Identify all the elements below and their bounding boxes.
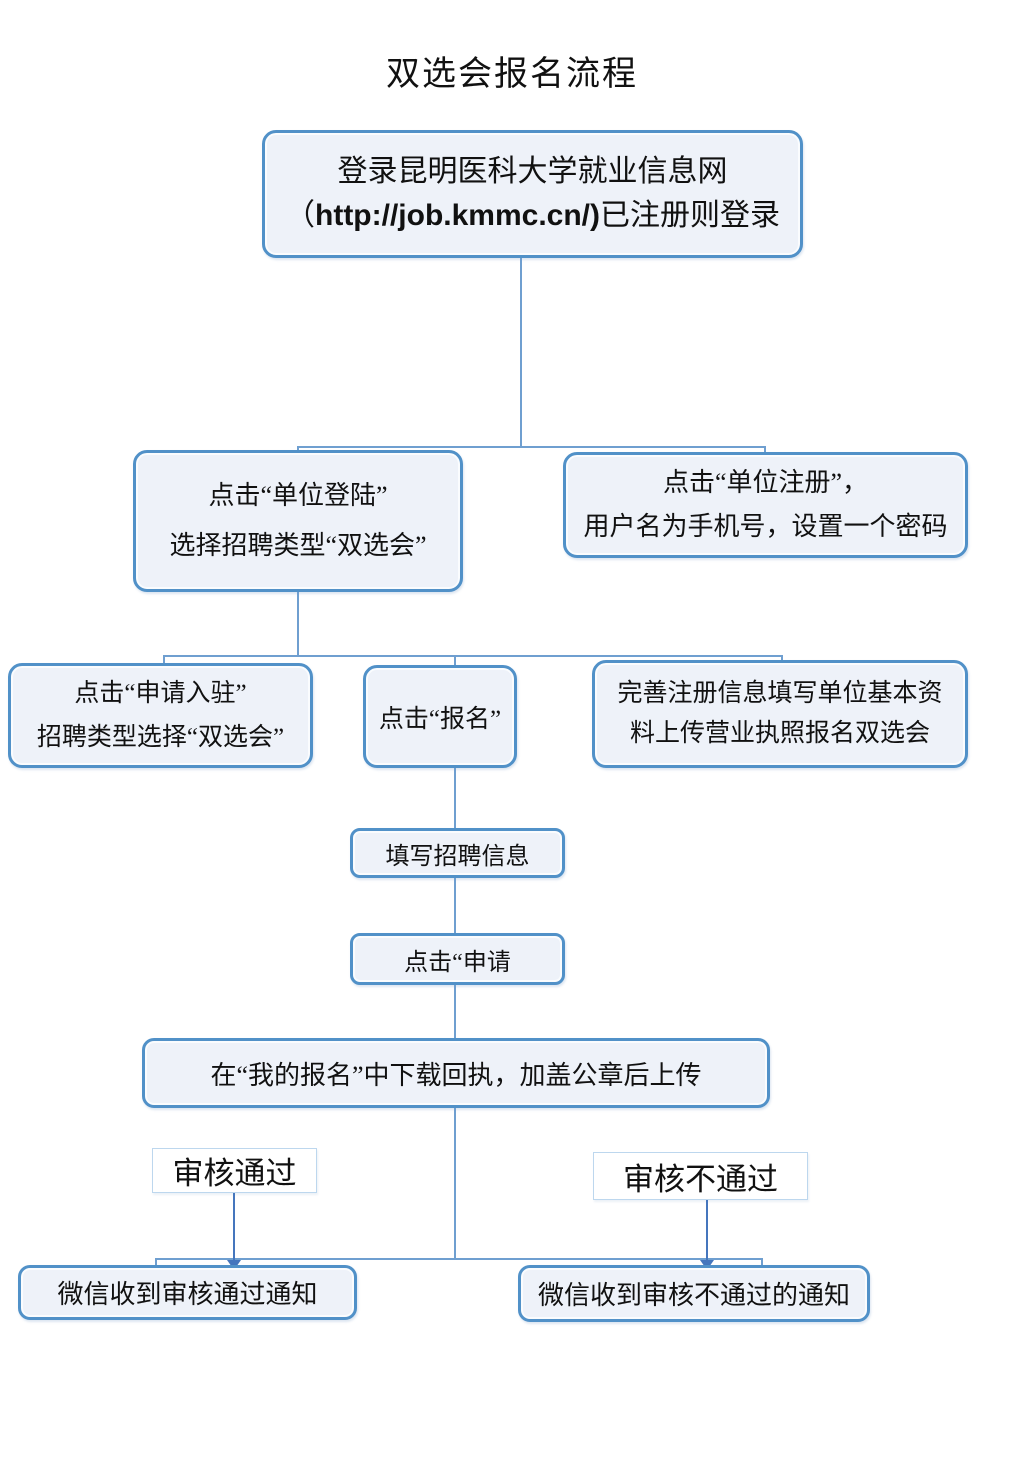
connector-receipt-down bbox=[454, 1108, 456, 1260]
node-unit-login-line1: 点击“单位登陆” bbox=[208, 481, 388, 510]
arrow-review-pass-shaft bbox=[233, 1193, 235, 1261]
node-apply-settle-line1: 点击“申请入驻” bbox=[74, 679, 247, 707]
site-url: http://job.kmmc.cn/) bbox=[315, 199, 600, 232]
connector-row3-horizontal bbox=[163, 655, 783, 657]
connector-signup-to-fill bbox=[454, 768, 456, 829]
node-unit-login-line2: 选择招聘类型“双选会” bbox=[169, 531, 427, 560]
connector-bottom-stub-right bbox=[761, 1258, 763, 1267]
node-complete-info-line2: 料上传营业执照报名双选会 bbox=[629, 720, 930, 747]
node-click-signup-line1: 点击“报名” bbox=[378, 705, 502, 733]
line2-prefix: （ bbox=[285, 199, 315, 232]
node-unit-login: 点击“单位登陆” 选择招聘类型“双选会” bbox=[133, 450, 463, 592]
node-fill-recruit-info-line1: 填写招聘信息 bbox=[385, 843, 530, 870]
node-fill-recruit-info: 填写招聘信息 bbox=[350, 828, 565, 878]
node-unit-register: 点击“单位注册”， 用户名为手机号，设置一个密码 bbox=[563, 452, 968, 558]
connector-row3-stub-middle bbox=[454, 655, 456, 667]
node-complete-info-line1: 完善注册信息填写单位基本资 bbox=[617, 680, 943, 707]
connector-unitlogin-down bbox=[297, 592, 299, 656]
node-download-receipt: 在“我的报名”中下载回执，加盖公章后上传 bbox=[142, 1038, 770, 1108]
connector-apply-to-receipt bbox=[454, 985, 456, 1039]
connector-bottom-stub-left bbox=[155, 1258, 157, 1267]
node-download-receipt-line1: 在“我的报名”中下载回执，加盖公章后上传 bbox=[210, 1060, 702, 1090]
flow-title: 双选会报名流程 bbox=[386, 56, 638, 93]
node-wechat-pass-notice: 微信收到审核通过通知 bbox=[18, 1265, 357, 1320]
connector-fill-to-apply bbox=[454, 878, 456, 934]
label-review-pass: 审核通过 bbox=[152, 1148, 317, 1193]
line2-suffix: 已注册则登录 bbox=[600, 199, 780, 232]
node-complete-info: 完善注册信息填写单位基本资 料上传营业执照报名双选会 bbox=[592, 660, 968, 768]
label-review-fail-text: 审核不通过 bbox=[623, 1161, 778, 1197]
arrow-review-fail-shaft bbox=[706, 1200, 708, 1261]
node-login-site-line2: （http://job.kmmc.cn/)已注册则登录 bbox=[285, 194, 780, 238]
connector-row3-stub-right bbox=[781, 655, 783, 662]
node-click-apply: 点击“申请 bbox=[350, 933, 565, 985]
node-wechat-fail-notice: 微信收到审核不通过的通知 bbox=[518, 1265, 870, 1322]
node-click-signup: 点击“报名” bbox=[363, 665, 517, 768]
label-review-fail: 审核不通过 bbox=[593, 1152, 808, 1200]
arrow-review-fail bbox=[700, 1200, 714, 1270]
node-login-site: 登录昆明医科大学就业信息网 （http://job.kmmc.cn/)已注册则登… bbox=[262, 130, 803, 258]
arrow-review-pass bbox=[227, 1193, 241, 1270]
node-wechat-fail-notice-line1: 微信收到审核不通过的通知 bbox=[537, 1281, 850, 1310]
label-review-pass-text: 审核通过 bbox=[172, 1156, 297, 1191]
node-wechat-pass-notice-line1: 微信收到审核通过通知 bbox=[57, 1280, 318, 1309]
node-login-site-line1: 登录昆明医科大学就业信息网 bbox=[337, 155, 728, 188]
node-apply-settle: 点击“申请入驻” 招聘类型选择“双选会” bbox=[8, 663, 313, 768]
connector-bottom-horizontal bbox=[155, 1258, 763, 1260]
node-apply-settle-line2: 招聘类型选择“双选会” bbox=[36, 723, 285, 751]
connector-row2-horizontal bbox=[297, 446, 766, 448]
connector-row2-stub-right bbox=[764, 446, 766, 454]
node-click-apply-line1: 点击“申请 bbox=[404, 949, 511, 976]
node-unit-register-line1: 点击“单位注册”， bbox=[662, 468, 869, 497]
node-unit-register-line2: 用户名为手机号，设置一个密码 bbox=[583, 512, 948, 541]
connector-row3-stub-left bbox=[163, 655, 165, 665]
connector-login-down bbox=[520, 258, 522, 447]
connector-row2-stub-left bbox=[297, 446, 299, 453]
